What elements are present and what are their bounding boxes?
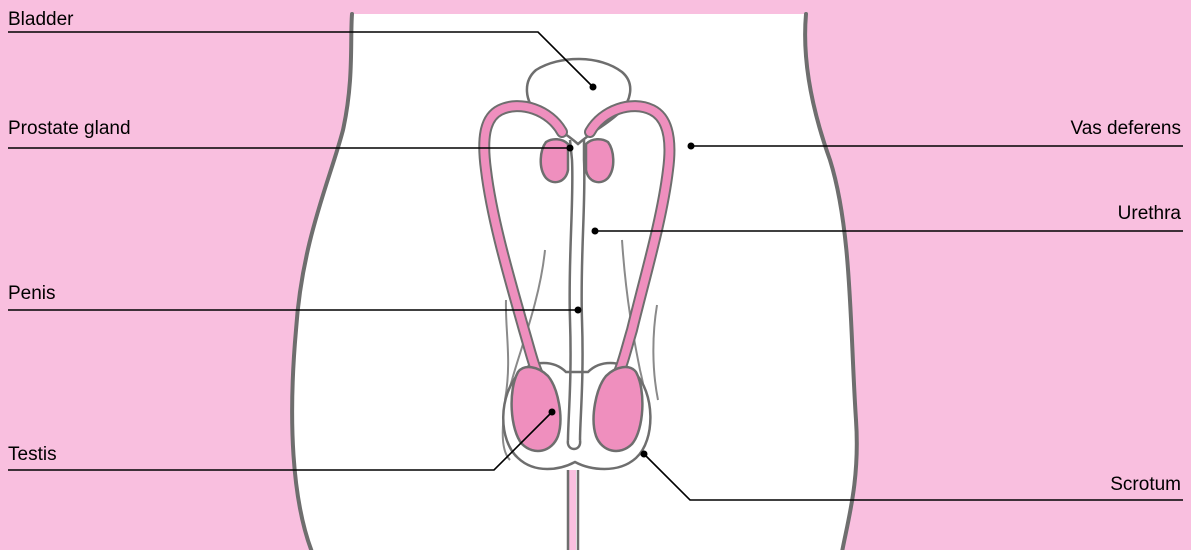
label-penis: Penis [8, 283, 56, 305]
dot-scrotum [641, 451, 648, 458]
label-urethra: Urethra [1118, 203, 1181, 225]
dot-penis [575, 307, 582, 314]
dot-urethra [592, 228, 599, 235]
prostate-left [541, 139, 568, 182]
label-testis: Testis [8, 444, 57, 466]
dot-prostate [567, 145, 574, 152]
prostate-right [586, 139, 613, 182]
dot-testis [549, 409, 556, 416]
label-scrotum: Scrotum [1110, 474, 1181, 496]
dot-bladder [590, 84, 597, 91]
dot-vas [688, 143, 695, 150]
label-bladder: Bladder [8, 9, 74, 31]
label-prostate-gland: Prostate gland [8, 118, 131, 140]
label-vas-deferens: Vas deferens [1070, 118, 1181, 140]
